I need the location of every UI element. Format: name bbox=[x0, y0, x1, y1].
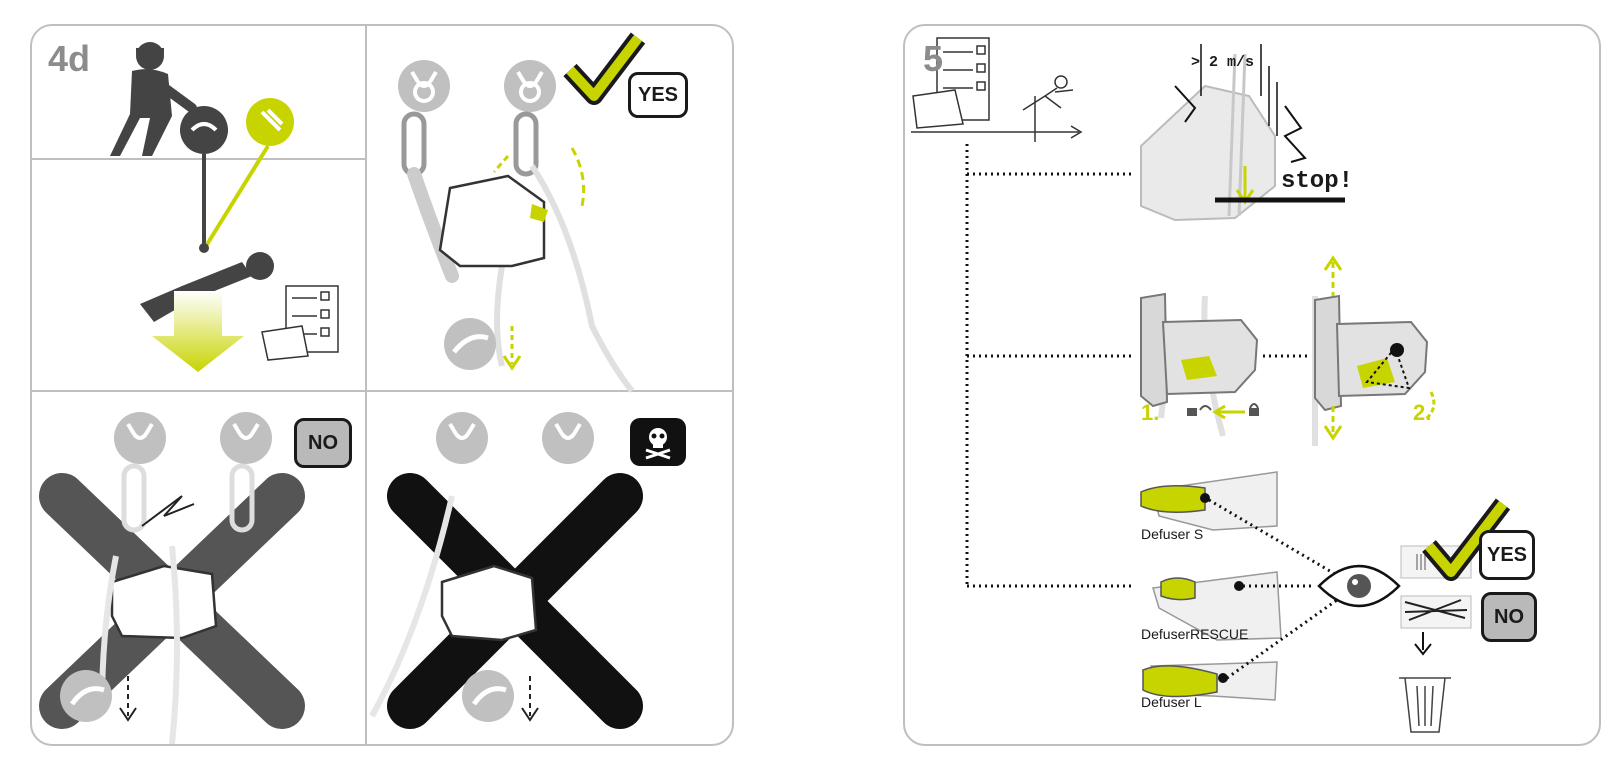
step-number-4d: 4d bbox=[48, 38, 91, 79]
no-badge-left: NO bbox=[294, 418, 352, 468]
left-instruction-panel: 4d YES NO bbox=[30, 24, 734, 746]
anchor-icon-1 bbox=[398, 60, 450, 112]
anchor-icon-2 bbox=[504, 60, 556, 112]
left-panel-drawing bbox=[32, 26, 732, 744]
yes-badge-left: YES bbox=[628, 72, 688, 118]
victim-small-icon bbox=[444, 318, 496, 370]
danger-badge bbox=[630, 418, 686, 466]
label-damaged-drawing bbox=[1400, 595, 1472, 656]
right-instruction-panel: 5 > 2 m/s stop! 1. 2. Defuser S DefuserR… bbox=[903, 24, 1601, 746]
yes-badge-right: YES bbox=[1479, 530, 1535, 580]
step-number-5: 5 bbox=[923, 38, 944, 79]
unlock-step-two-label: 2. bbox=[1413, 400, 1432, 425]
rope-device-drawing bbox=[438, 174, 546, 268]
defuser-s-label: Defuser S bbox=[1141, 526, 1204, 542]
defuser-l-label: Defuser L bbox=[1141, 694, 1202, 710]
unlock-sequence-drawing bbox=[1140, 255, 1436, 446]
label-ok-drawing bbox=[1400, 498, 1511, 581]
defuser-inspection-drawing bbox=[1140, 471, 1338, 701]
stop-label: stop! bbox=[1281, 168, 1354, 195]
hand-arrest-drawing bbox=[1140, 44, 1345, 222]
unlock-step-one-label: 1. bbox=[1141, 400, 1160, 425]
skull-crossbones-icon bbox=[645, 428, 671, 460]
eye-icon bbox=[1317, 564, 1401, 608]
descender-device-icon bbox=[180, 106, 228, 154]
dotted-connector-tree bbox=[965, 144, 1311, 588]
rescuer-figure bbox=[110, 42, 197, 156]
yes-checkmark-icon bbox=[563, 32, 646, 105]
trash-bin-icon bbox=[1399, 677, 1451, 733]
descent-arrow-icon bbox=[152, 291, 244, 372]
right-panel-drawing bbox=[911, 37, 1511, 733]
inspection-timeline-icon bbox=[911, 37, 1083, 142]
defuser-rescue-label: DefuserRESCUE bbox=[1141, 626, 1249, 642]
speed-threshold-label: > 2 m/s bbox=[1191, 54, 1255, 71]
no-badge-right: NO bbox=[1481, 592, 1537, 642]
checklist-icon bbox=[261, 285, 339, 361]
